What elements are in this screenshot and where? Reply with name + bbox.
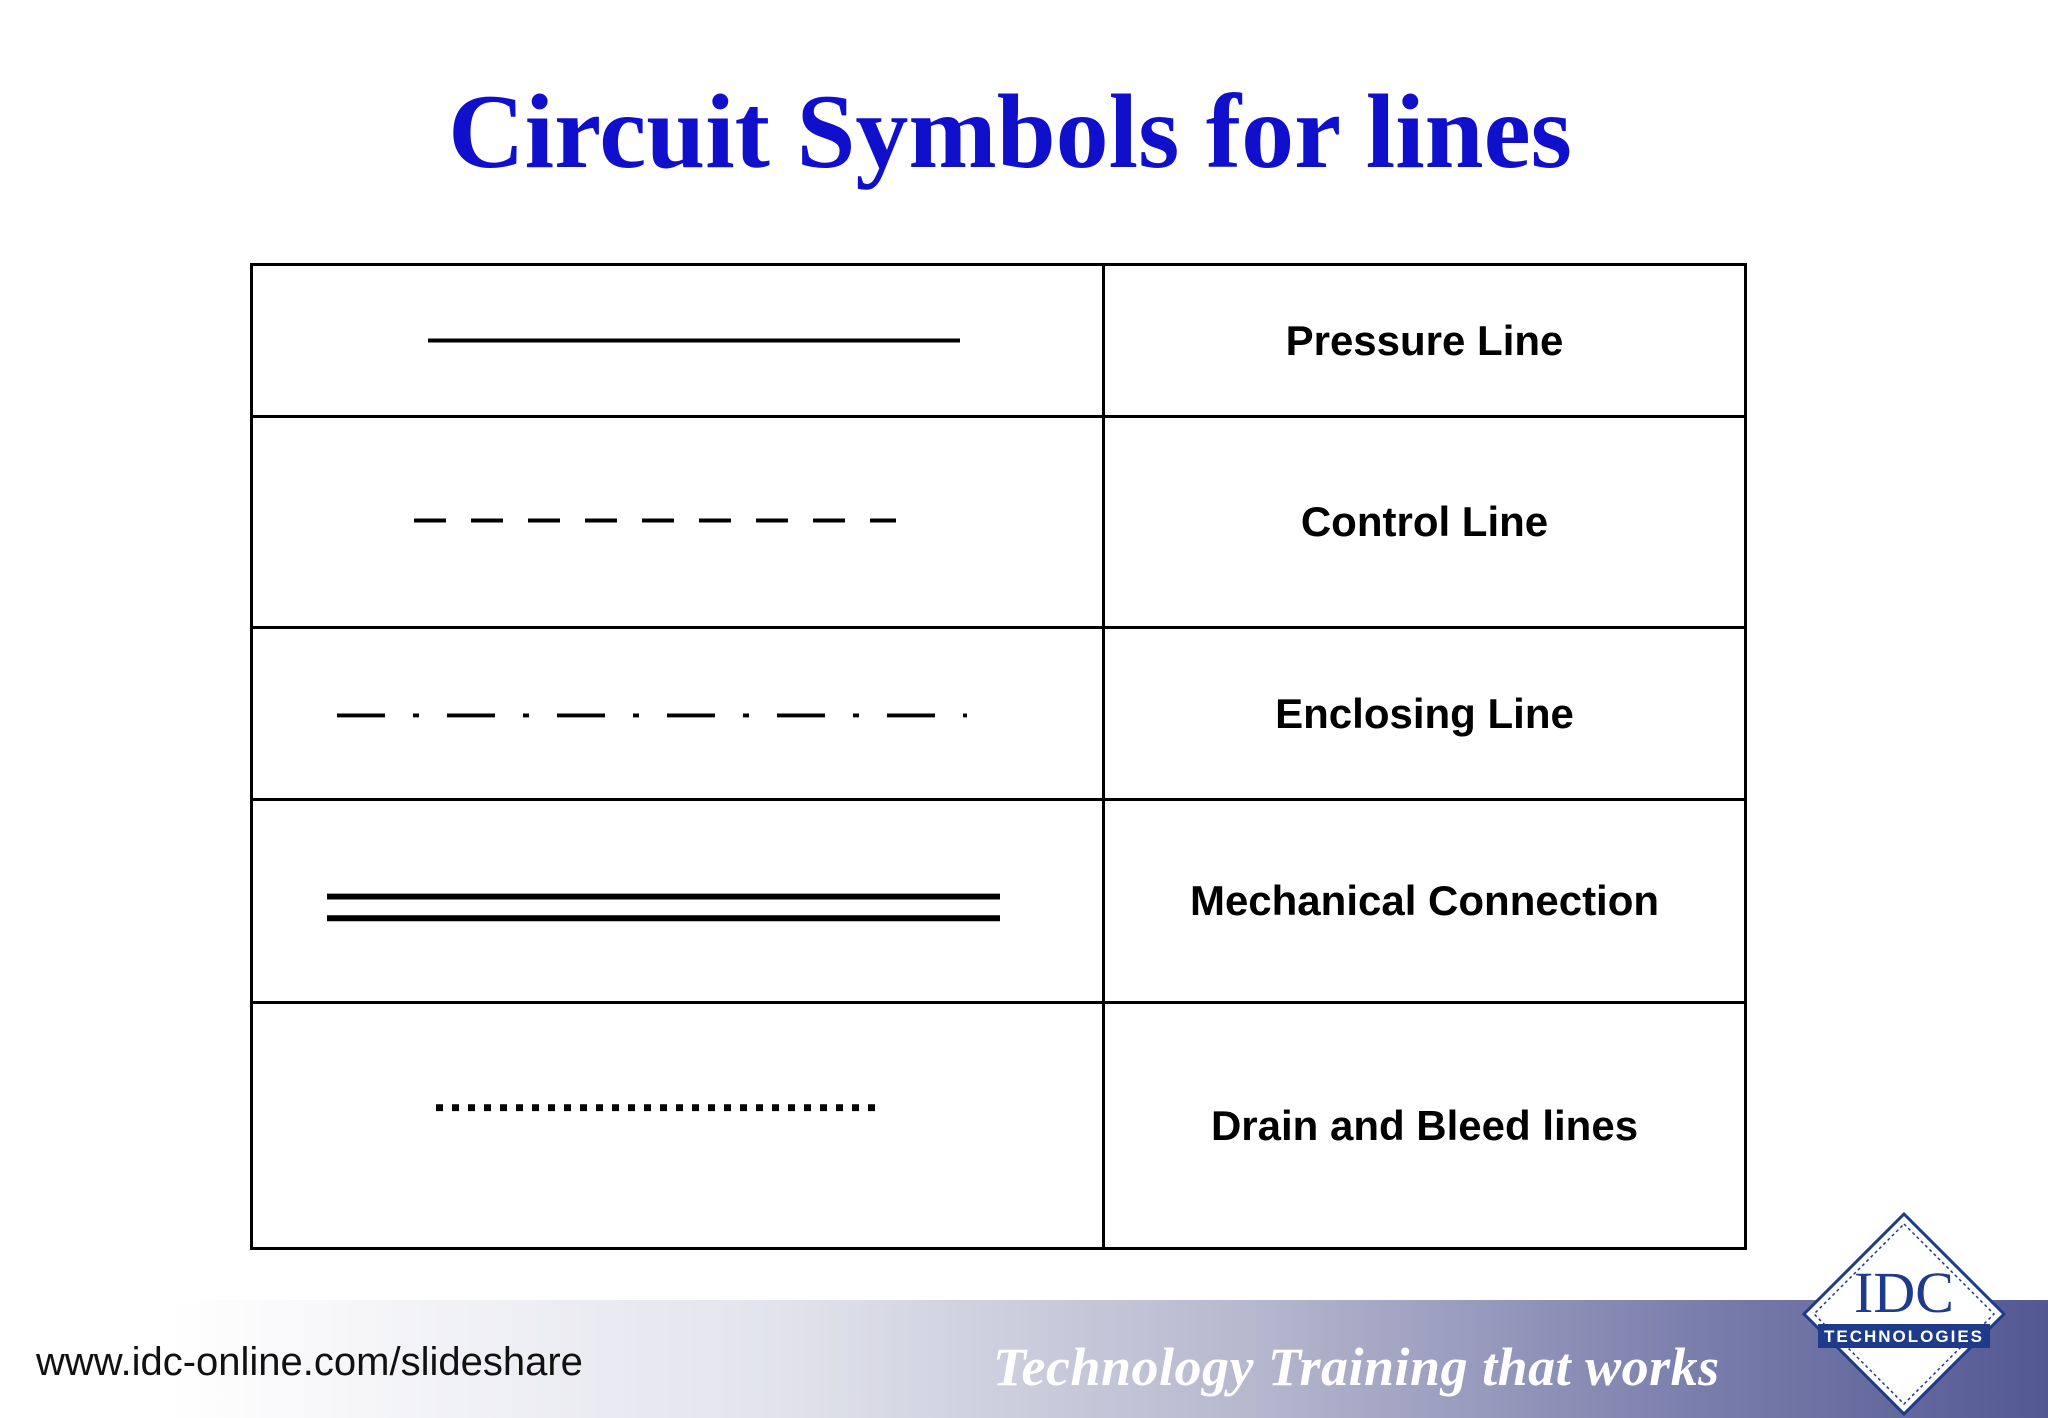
solid-line-symbol (428, 338, 960, 343)
row-label: Drain and Bleed lines (1102, 1001, 1747, 1250)
footer-tagline: Technology Training that works (993, 1337, 1720, 1397)
table-row: Drain and Bleed lines (250, 1001, 1747, 1250)
symbol-cell (250, 1001, 1105, 1250)
dashed-line-symbol (414, 518, 896, 523)
symbol-cell (250, 626, 1105, 801)
dash-dot-line-symbol (337, 713, 967, 718)
symbol-cell (250, 798, 1105, 1004)
symbol-cell (250, 263, 1105, 418)
row-label: Pressure Line (1102, 263, 1747, 418)
table-row: Mechanical Connection (250, 798, 1747, 1004)
row-label: Control Line (1102, 415, 1747, 629)
table-row: Control Line (250, 415, 1747, 629)
symbol-table: Pressure Line Control Line Enclosing Lin… (250, 263, 1747, 1250)
symbol-cell (250, 415, 1105, 629)
table-row: Pressure Line (250, 263, 1747, 418)
footer-band (0, 1300, 2048, 1418)
table-row: Enclosing Line (250, 626, 1747, 801)
logo-diamond (1801, 1211, 2007, 1417)
page-title: Circuit Symbols for lines (448, 73, 1572, 190)
row-label: Mechanical Connection (1102, 798, 1747, 1004)
logo-sub-text: TECHNOLOGIES (1824, 1327, 1984, 1346)
row-label: Enclosing Line (1102, 626, 1747, 801)
footer-url[interactable]: www.idc-online.com/slideshare (36, 1340, 583, 1384)
dotted-line-symbol (436, 1104, 881, 1112)
double-line-symbol (327, 893, 1000, 922)
idc-logo: IDC TECHNOLOGIES (1801, 1211, 2007, 1417)
logo-main-text: IDC (1854, 1260, 1954, 1325)
